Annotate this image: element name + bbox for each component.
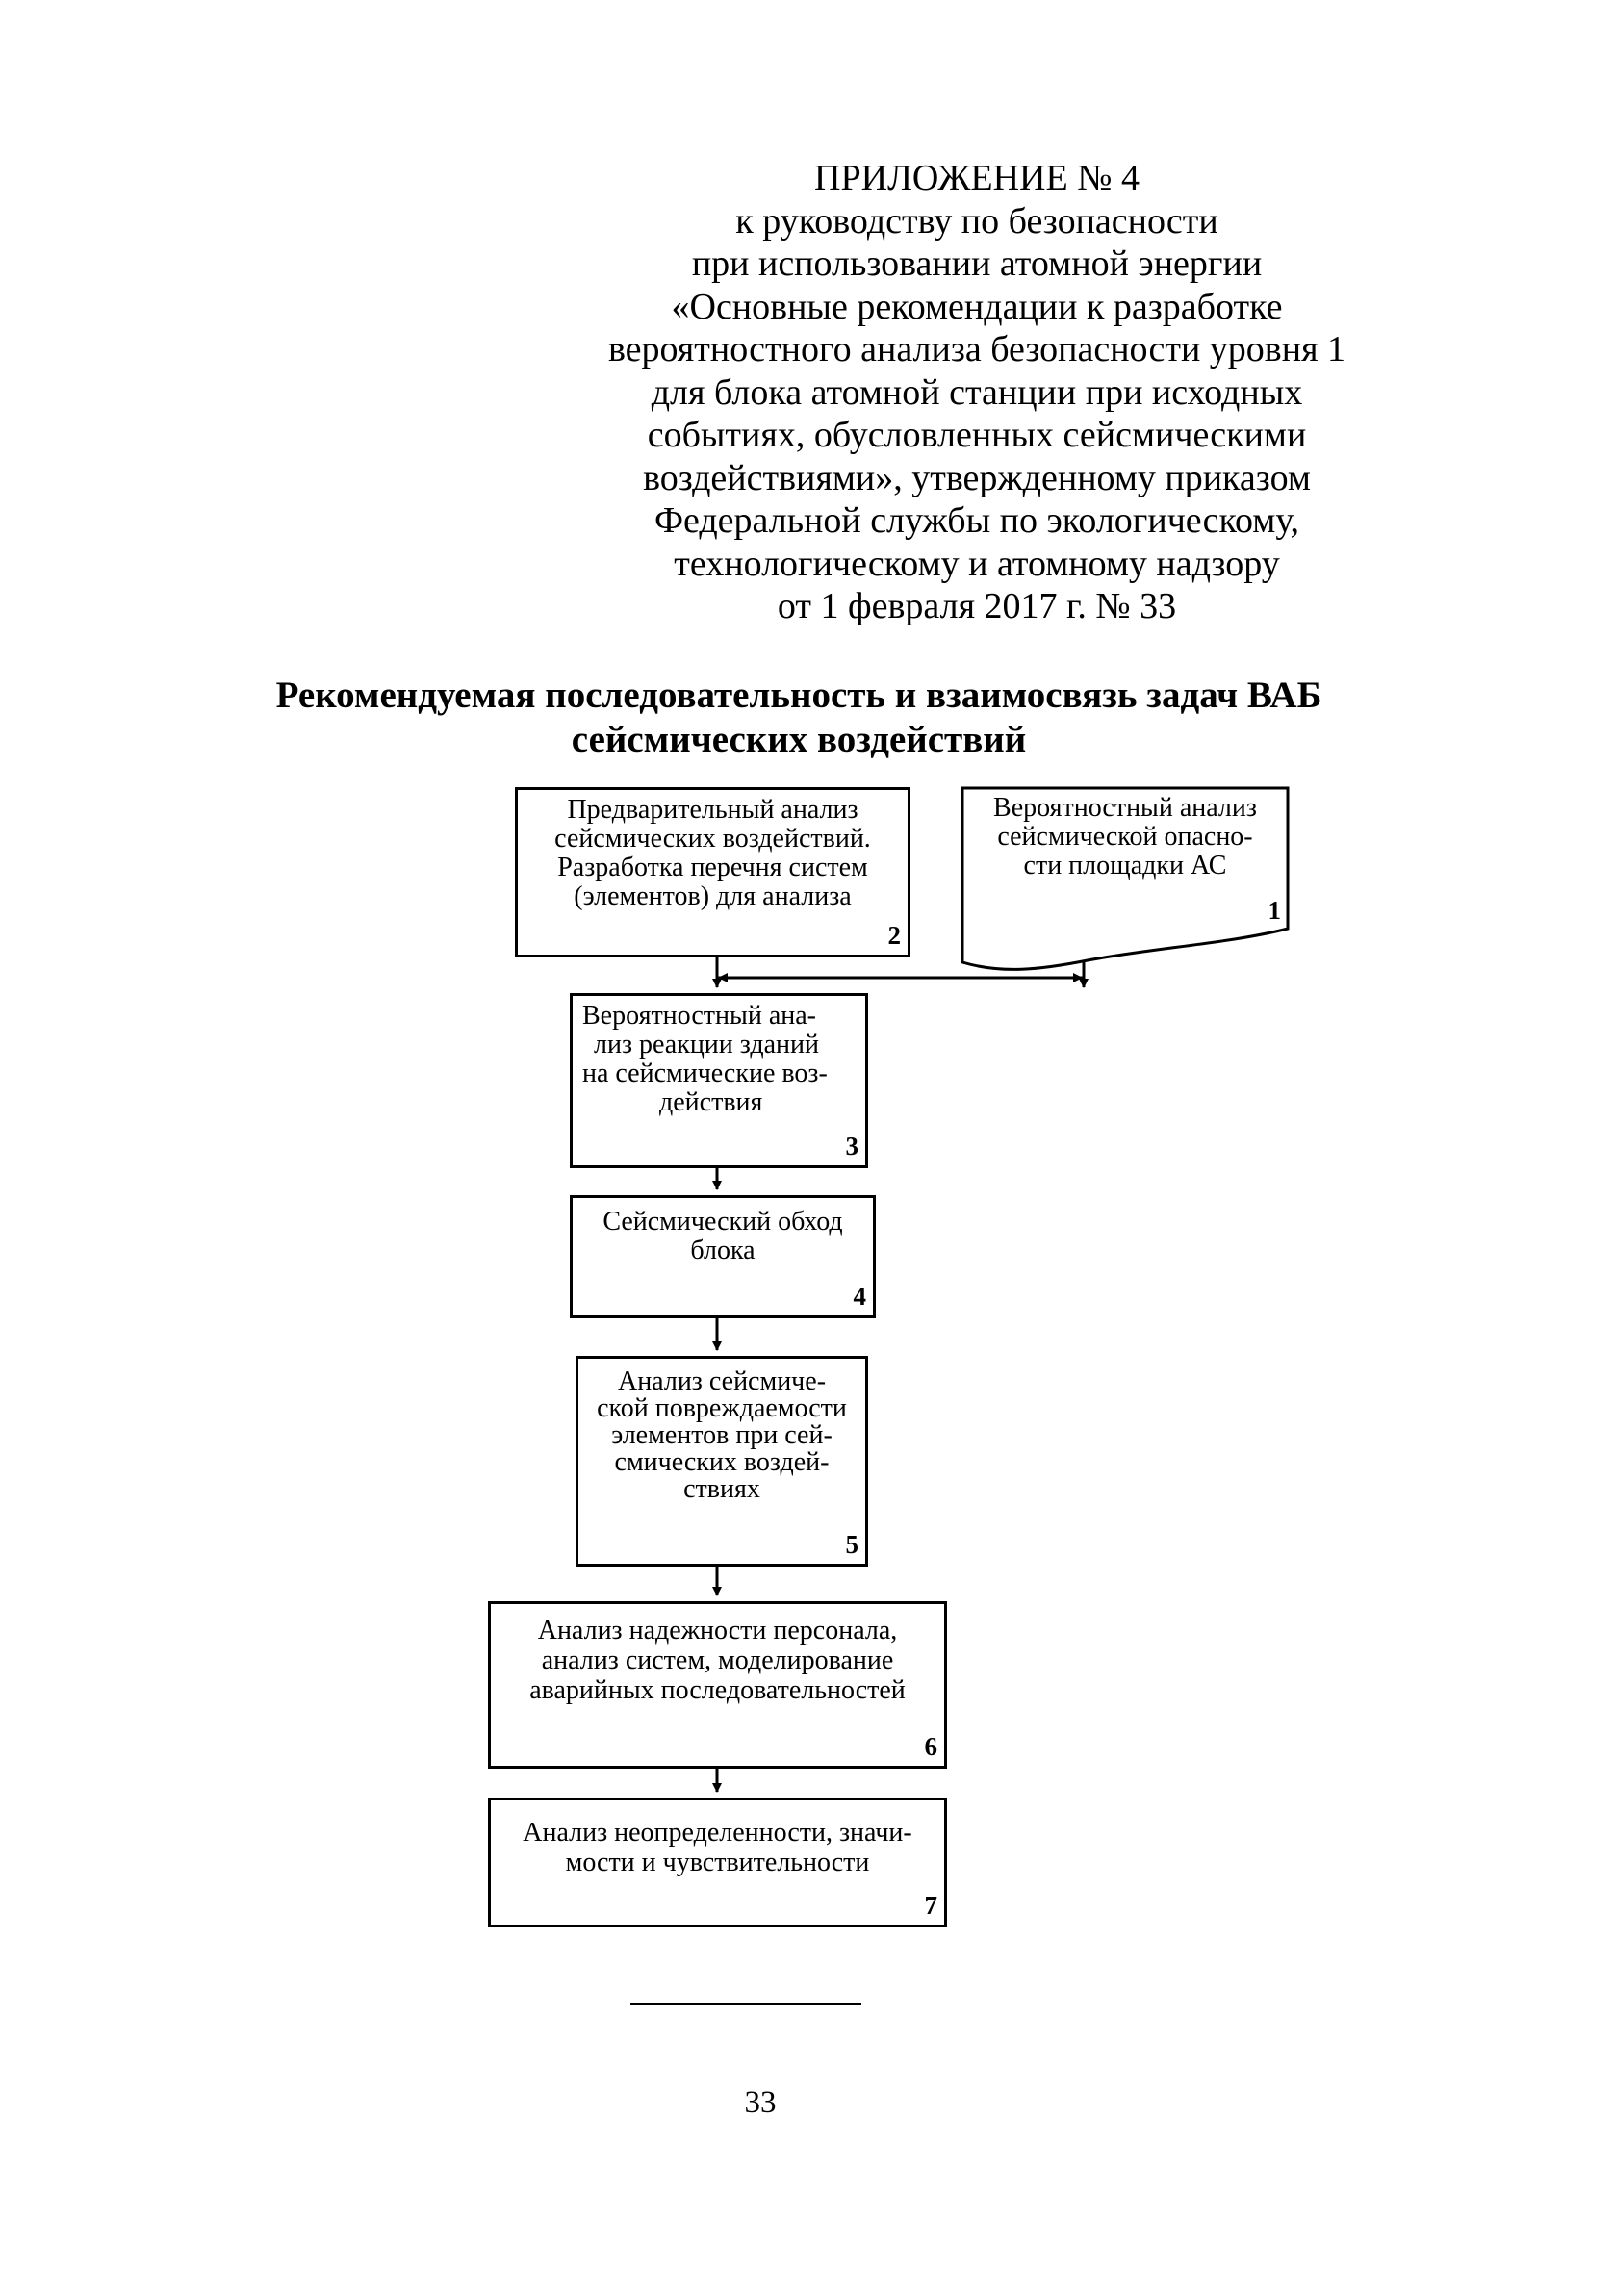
box-number: 4 <box>853 1282 867 1311</box>
task-box-6: Анализ надежности персонала, анализ сист… <box>488 1601 947 1769</box>
header-line: ПРИЛОЖЕНИЕ № 4 <box>814 158 1140 198</box>
box-line: (элементов) для анализа <box>574 881 852 911</box>
box-text: Сейсмический обход блока <box>578 1208 867 1265</box>
box-line: смических воздей- <box>614 1447 830 1477</box>
header-line: событиях, обусловленных сейсмическими <box>647 415 1307 455</box>
box-line: Анализ надежности персонала, <box>537 1616 898 1645</box>
box-line: блока <box>690 1236 756 1265</box>
header-line: для блока атомной станции при исходных <box>651 371 1303 413</box>
task-box-4: Сейсмический обход блока 4 <box>570 1195 876 1318</box>
header-line: Федеральной службы по экологическому, <box>653 500 1300 541</box>
box-line: Предварительный анализ <box>567 795 858 825</box>
header-line: при использовании атомной энергии <box>691 243 1263 284</box>
box-number: 1 <box>1268 896 1282 925</box>
box-text: Вероятностный анализ сейсмической опасно… <box>968 794 1282 880</box>
appendix-header: ПРИЛОЖЕНИЕ № 4 к руководству по безопасн… <box>592 157 1362 628</box>
box-line: Анализ неопределенности, значи- <box>523 1818 912 1848</box>
task-box-2: Предварительный анализ сейсмических возд… <box>515 787 910 957</box>
diagram-title: Рекомендуемая последовательность и взаим… <box>173 674 1424 762</box>
box-line: Разработка перечня систем <box>557 853 868 882</box>
box-number: 3 <box>845 1132 859 1161</box>
header-line: вероятностного анализа безопасности уров… <box>607 329 1346 370</box>
box-line: Анализ сейсмиче- <box>617 1366 827 1396</box>
box-text: Анализ неопределенности, значи- мости и … <box>497 1818 938 1877</box>
box-line: лиз реакции зданий <box>594 1030 819 1059</box>
box-number: 5 <box>845 1530 859 1559</box>
box-text: Анализ сейсмиче- ской повреждаемости эле… <box>584 1368 859 1503</box>
box-number: 2 <box>887 921 902 950</box>
footnote-divider <box>630 2003 861 2005</box>
title-line: сейсмических воздействий <box>571 719 1027 760</box>
box-number: 6 <box>924 1732 938 1761</box>
box-line: сейсмических воздействий. <box>554 824 871 854</box>
header-line: «Основные рекомендации к разработке <box>671 286 1283 327</box>
task-box-3: Вероятностный ана- лиз реакции зданий на… <box>570 993 868 1168</box>
box-number: 7 <box>924 1891 938 1920</box>
box-line: мости и чувствительности <box>565 1848 870 1877</box>
task-box-7: Анализ неопределенности, значи- мости и … <box>488 1798 947 1927</box>
box-line: Вероятностный ана- <box>582 1001 816 1031</box>
header-line: технологическому и атомному надзору <box>674 543 1280 584</box>
box-text: Анализ надежности персонала, анализ сист… <box>497 1616 938 1705</box>
box-line: на сейсмические воз- <box>582 1059 828 1088</box>
box-line: сейсмической опасно- <box>997 822 1253 852</box>
box-line: ской повреждаемости <box>597 1393 847 1423</box>
box-line: Сейсмический обход <box>602 1207 843 1237</box>
header-line: от 1 февраля 2017 г. № 33 <box>777 586 1177 626</box>
box-line: элементов при сей- <box>611 1420 833 1450</box>
box-text: Предварительный анализ сейсмических возд… <box>524 796 902 911</box>
page-number: 33 <box>744 2085 777 2120</box>
task-box-5: Анализ сейсмиче- ской повреждаемости эле… <box>576 1356 868 1567</box>
box-line: анализ систем, моделирование <box>541 1645 894 1675</box>
box-text: Вероятностный ана- лиз реакции зданий на… <box>582 1002 859 1117</box>
header-line: к руководству по безопасности <box>735 200 1218 242</box>
title-line: Рекомендуемая последовательность и взаим… <box>275 675 1322 716</box>
box-line: действия <box>659 1087 763 1117</box>
header-line: воздействиями», утвержденному приказом <box>643 457 1311 498</box>
document-shape-box-1 <box>961 786 1290 971</box>
box-line: аварийных последовательностей <box>529 1675 906 1705</box>
task-box-1: Вероятностный анализ сейсмической опасно… <box>962 788 1288 932</box>
box-line: ствиях <box>683 1474 760 1504</box>
box-line: Вероятностный анализ <box>993 793 1257 823</box>
box-line: сти площадки АС <box>1023 851 1227 880</box>
